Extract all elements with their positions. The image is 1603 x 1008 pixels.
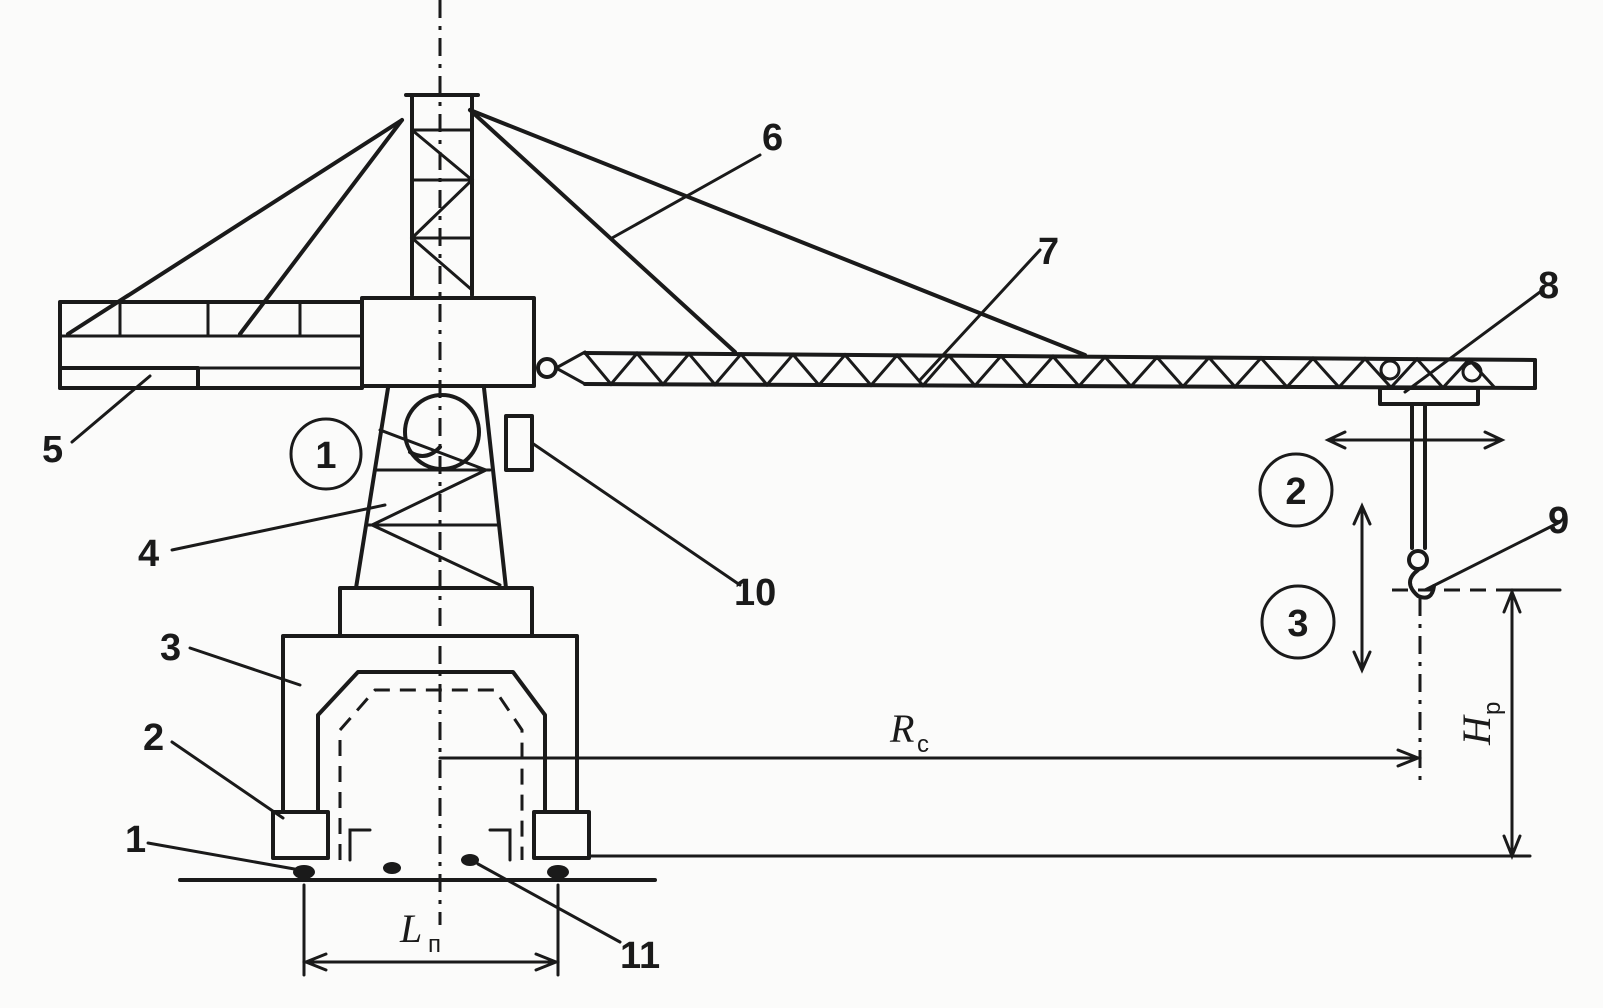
svg-text:p: p — [1479, 702, 1506, 715]
svg-text:L: L — [399, 906, 422, 951]
operator-cabin — [504, 414, 534, 472]
tower — [354, 386, 508, 590]
part-label-4: 4 — [138, 533, 159, 575]
slewing-arrow — [408, 445, 442, 458]
motion-label-3: 3 — [1260, 584, 1336, 660]
trolley-motion-arrow — [1324, 430, 1506, 450]
gauge-label: L п — [399, 906, 441, 958]
svg-text:2: 2 — [1285, 471, 1306, 513]
slewing-gear — [403, 393, 481, 471]
leader-lines — [70, 153, 1562, 944]
part-label-2: 2 — [143, 717, 164, 759]
hoist-motion-arrow — [1352, 502, 1372, 674]
part-label-5: 5 — [42, 429, 63, 471]
part-label-10: 10 — [734, 572, 776, 614]
svg-text:H: H — [1454, 714, 1499, 746]
svg-text:1: 1 — [315, 435, 336, 477]
part-label-9: 9 — [1548, 500, 1569, 542]
part-label-7: 7 — [1038, 231, 1059, 273]
part-label-3: 3 — [160, 627, 181, 669]
svg-text:R: R — [889, 706, 914, 751]
part-label-11: 11 — [620, 935, 660, 977]
left-bogie — [271, 810, 330, 860]
lift-height-dimension — [1502, 587, 1522, 861]
motion-label-1: 1 — [289, 417, 363, 491]
radius-dimension — [438, 748, 1423, 768]
stay-ropes — [66, 108, 1087, 357]
hook-block — [1407, 402, 1436, 600]
gauge-dimension — [301, 883, 561, 977]
svg-text:п: п — [428, 931, 441, 958]
machine-cab — [360, 296, 536, 388]
jib — [583, 351, 1537, 390]
lift-height-label: H p — [1454, 702, 1506, 746]
svg-text:c: c — [917, 731, 929, 758]
radius-label: R c — [889, 706, 929, 758]
motion-label-2: 2 — [1258, 452, 1334, 528]
jib-hinge — [536, 357, 558, 379]
part-label-8: 8 — [1538, 265, 1559, 307]
trolley — [1378, 359, 1483, 406]
counter-jib — [58, 300, 364, 390]
part-label-6: 6 — [762, 117, 783, 159]
mast — [404, 93, 480, 297]
right-bogie — [532, 810, 591, 860]
svg-text:3: 3 — [1287, 603, 1308, 645]
rails — [293, 854, 569, 879]
part-label-1: 1 — [125, 819, 146, 861]
counterweight — [58, 366, 200, 390]
turntable — [338, 586, 534, 638]
